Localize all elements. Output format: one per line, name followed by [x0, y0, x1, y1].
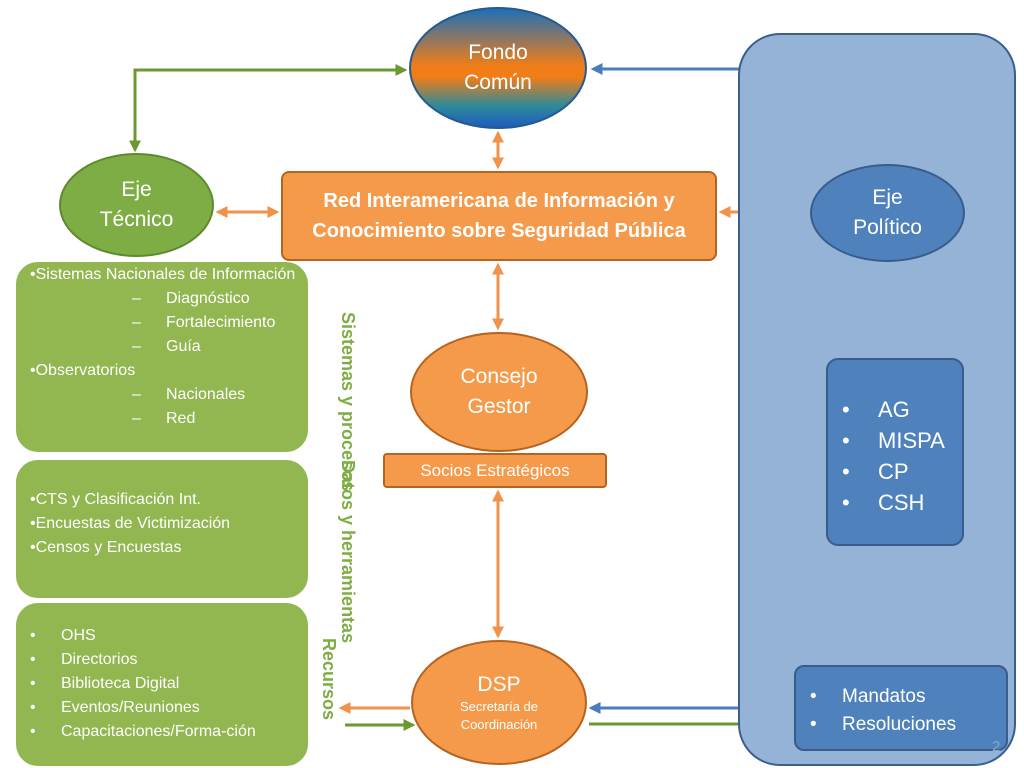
dsp-sublabel: Secretaría de Coordinación	[459, 698, 539, 732]
mandatos-box: •Mandatos •Resoluciones	[794, 665, 1008, 751]
recursos-item: •Capacitaciones/Forma-ción	[30, 723, 256, 740]
eje-tecnico-label: Eje Técnico	[99, 178, 174, 231]
eje-tecnico-node: Eje Técnico	[59, 153, 214, 257]
recursos-box: •OHS •Directorios •Biblioteca Digital •E…	[16, 603, 308, 766]
consejo-gestor-node: Consejo Gestor	[410, 332, 588, 452]
datos-box: •CTS y Clasificación Int. •Encuestas de …	[16, 460, 308, 598]
red-interamericana-box: Red Interamericana de Información y Cono…	[281, 171, 717, 261]
fondo-comun-label: Fondo Común	[464, 41, 532, 94]
eje-politico-label: Eje Político	[853, 186, 922, 239]
dsp-node: DSP Secretaría de Coordinación	[411, 640, 587, 765]
datos-item: •CTS y Clasificación Int.	[30, 491, 201, 508]
sistemas-subitem: –Fortalecimiento	[132, 314, 276, 331]
sistemas-box: •Sistemas Nacionales de Información –Dia…	[16, 262, 308, 452]
socios-estrategicos-label: Socios Estratégicos	[420, 460, 570, 480]
recursos-item: •OHS	[30, 627, 96, 644]
sistemas-subitem: –Red	[132, 410, 196, 427]
organ-item: •MISPA	[842, 428, 945, 453]
recursos-side-label: Recursos	[319, 637, 339, 721]
organ-item: •AG	[842, 397, 910, 422]
sistemas-item: •Sistemas Nacionales de Información	[30, 266, 296, 283]
fondo-comun-node: Fondo Común	[409, 7, 587, 129]
sistemas-subitem: –Diagnóstico	[132, 290, 250, 307]
datos-item: •Encuestas de Victimización	[30, 515, 231, 532]
consejo-gestor-label: Consejo Gestor	[460, 365, 538, 418]
eje-politico-node: Eje Político	[810, 164, 965, 262]
socios-estrategicos-box: Socios Estratégicos	[383, 453, 607, 488]
red-interamericana-label: Red Interamericana de Información y Cono…	[312, 190, 686, 242]
recursos-item: •Directorios	[30, 651, 138, 668]
organ-item: •CSH	[842, 490, 925, 515]
recursos-item: •Biblioteca Digital	[30, 675, 180, 692]
sistemas-subitem: –Nacionales	[132, 386, 246, 403]
sistemas-subitem: –Guía	[132, 338, 201, 355]
arrow-eje-tecnico-fondo	[129, 64, 408, 153]
organ-item: •CP	[842, 459, 909, 484]
page-number: 2	[992, 738, 1001, 755]
datos-side-label: Datos y herramientas	[338, 460, 358, 644]
datos-item: •Censos y Encuestas	[30, 539, 182, 556]
dsp-label: DSP	[477, 672, 521, 696]
mandato-item: •Mandatos	[810, 686, 926, 707]
sistemas-side-label: Sistemas y procesos	[338, 312, 358, 492]
mandato-item: •Resoluciones	[810, 714, 957, 735]
recursos-item: •Eventos/Reuniones	[30, 699, 200, 716]
sistemas-item: •Observatorios	[30, 362, 136, 379]
organs-box: •AG •MISPA •CP •CSH	[826, 358, 964, 546]
